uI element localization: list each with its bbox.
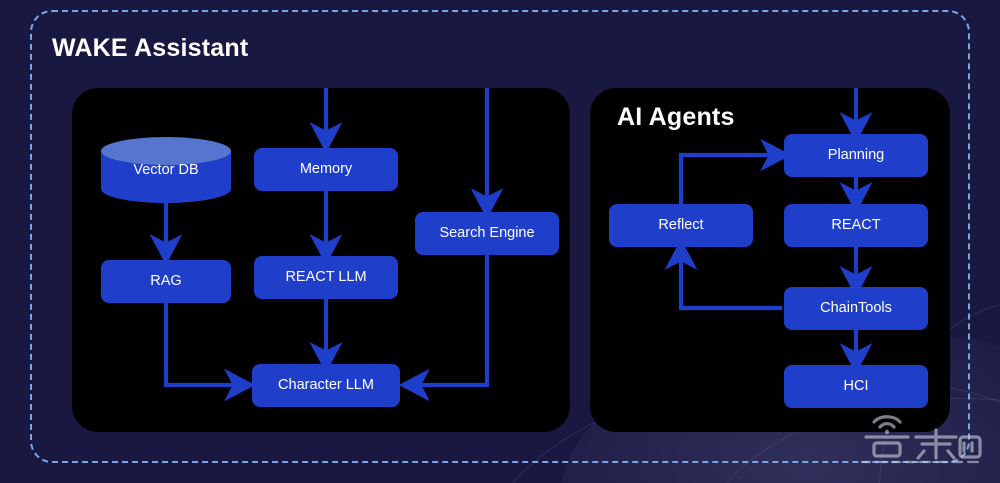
node-label: ChainTools (820, 299, 892, 316)
node-label: Character LLM (278, 376, 374, 393)
node-chaintools[interactable]: ChainTools (784, 287, 928, 330)
node-label: Search Engine (439, 224, 535, 241)
node-label: HCI (843, 377, 869, 394)
node-hci[interactable]: HCI (784, 365, 928, 408)
node-reflect[interactable]: Reflect (609, 204, 753, 247)
node-label: RAG (150, 272, 182, 289)
cylinder-top (101, 137, 231, 165)
node-search-engine[interactable]: Search Engine (415, 212, 559, 255)
node-react[interactable]: REACT (784, 204, 928, 247)
node-label: Memory (299, 160, 353, 177)
node-label: REACT (831, 216, 881, 233)
node-rag[interactable]: RAG (101, 260, 231, 303)
node-planning[interactable]: Planning (784, 134, 928, 177)
node-label: Vector DB (133, 162, 199, 178)
node-memory[interactable]: Memory (254, 148, 398, 191)
node-character-llm[interactable]: Character LLM (252, 364, 400, 407)
node-label: Planning (827, 146, 885, 163)
right-panel-title: AI Agents (617, 103, 735, 131)
node-label: REACT LLM (285, 268, 367, 285)
node-label: Reflect (658, 216, 704, 233)
left-panel-title: WAKE Assistant (52, 34, 249, 62)
node-vector-db[interactable]: Vector DB (101, 137, 231, 203)
node-react-llm[interactable]: REACT LLM (254, 256, 398, 299)
